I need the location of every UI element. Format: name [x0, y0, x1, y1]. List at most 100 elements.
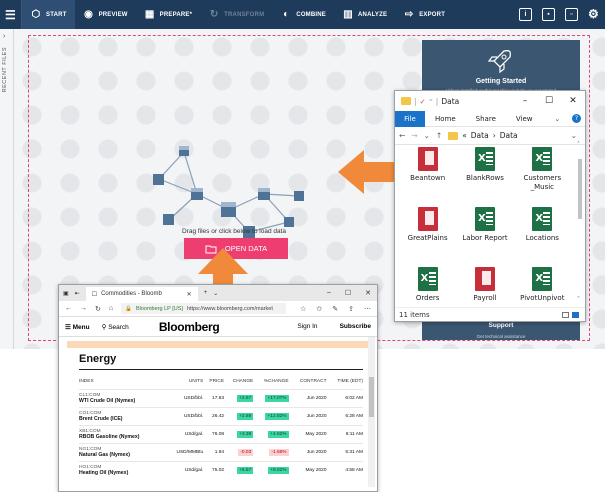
- up-icon[interactable]: ↑: [435, 131, 443, 140]
- explorer-scrollbar[interactable]: ˄ ˅: [577, 141, 583, 303]
- forward-icon[interactable]: →: [411, 131, 418, 140]
- details-view-icon[interactable]: [562, 311, 569, 318]
- back-icon[interactable]: ←: [399, 131, 406, 140]
- support-title[interactable]: Support: [488, 322, 514, 329]
- more-icon[interactable]: ⋯: [364, 305, 372, 313]
- recent-files-panel[interactable]: › RECENT FILES: [0, 29, 14, 349]
- home-icon[interactable]: ⌂: [108, 305, 114, 312]
- commodity-name[interactable]: RBOB Gasoline (Nymex): [79, 434, 140, 440]
- breadcrumb-item[interactable]: Data: [499, 131, 518, 140]
- bb-menu[interactable]: ☰ Menu: [65, 323, 90, 331]
- info-icon[interactable]: i: [519, 8, 533, 21]
- file-item[interactable]: Payroll: [456, 267, 513, 323]
- help-icon[interactable]: ?: [572, 114, 581, 123]
- ribbon-tab-view[interactable]: View: [515, 114, 533, 123]
- window-icon[interactable]: ▫: [565, 8, 579, 21]
- forward-icon[interactable]: →: [80, 305, 87, 312]
- drop-zone[interactable]: Drag files or click below to load data O…: [28, 35, 590, 341]
- price-cell: 75.02: [203, 461, 225, 479]
- column-header: %CHANGE: [263, 379, 289, 384]
- ribbon-expand-icon[interactable]: ⌄: [554, 114, 561, 123]
- toolbar-tab-preview[interactable]: ◉PREVIEW: [75, 0, 136, 29]
- scroll-down-icon[interactable]: ˅: [577, 296, 580, 303]
- minimize-icon[interactable]: –: [326, 289, 331, 296]
- favorite-icon[interactable]: ☆: [300, 305, 307, 313]
- refresh-icon[interactable]: ↻: [95, 305, 101, 313]
- sign-in-link[interactable]: Sign In: [297, 323, 318, 330]
- file-name: Customers _Music: [523, 174, 562, 191]
- address-bar[interactable]: 🔒 Bloomberg LP [US] https://www.bloomber…: [121, 303, 287, 314]
- toolbar-tab-analyze[interactable]: ▥ANALYZE: [334, 0, 395, 29]
- ribbon-tab-file[interactable]: File: [395, 110, 425, 127]
- pen-icon[interactable]: ✎: [332, 305, 339, 313]
- explorer-address-bar[interactable]: ← → ⌄ ↑ « Data › Data ⌄: [395, 127, 585, 145]
- history-dropdown-icon[interactable]: ⌄: [423, 131, 430, 140]
- browser-nav-bar: ← → ↻ ⌂ 🔒 Bloomberg LP [US] https://www.…: [59, 301, 377, 317]
- browser-window[interactable]: ▣ ⇤ ☐ Commodities - Bloomb ✕ + ⌄ – ☐ ✕ ←…: [58, 284, 378, 492]
- url-text[interactable]: https://www.bloomberg.com/market: [186, 305, 273, 312]
- scrollbar-thumb[interactable]: [369, 377, 374, 417]
- scroll-up-icon[interactable]: ˄: [577, 141, 580, 148]
- commodity-name[interactable]: Brent Crude (ICE): [79, 416, 123, 422]
- tab-list-icon[interactable]: ⌄: [213, 290, 219, 297]
- bb-menu-label: Menu: [72, 323, 90, 331]
- explorer-titlebar: | ✓ ⁼ | Data – ☐ ✕: [395, 91, 585, 111]
- new-tab-icon[interactable]: +: [203, 290, 208, 296]
- file-explorer-window[interactable]: | ✓ ⁼ | Data – ☐ ✕ File Home Share View …: [394, 90, 586, 322]
- large-icons-view-icon[interactable]: [572, 311, 579, 318]
- bloomberg-logo[interactable]: Bloomberg: [158, 319, 220, 334]
- toolbar-tab-export[interactable]: ⇨EXPORT: [395, 0, 453, 29]
- browser-tab[interactable]: ☐ Commodities - Bloomb ✕: [85, 287, 198, 301]
- file-item[interactable]: GreatPlains: [399, 207, 456, 263]
- tab-close-icon[interactable]: ✕: [186, 291, 192, 298]
- page-icon: ☐: [91, 291, 98, 298]
- maximize-icon[interactable]: ☐: [544, 96, 554, 106]
- explorer-title: Data: [441, 96, 460, 106]
- commodity-name[interactable]: Natural Gas (Nymex): [79, 452, 131, 458]
- breadcrumb-item[interactable]: Data: [470, 131, 489, 140]
- toolbar-tab-combine[interactable]: ◐COMBINE: [272, 0, 334, 29]
- chevron-right-icon[interactable]: ›: [3, 33, 6, 40]
- back-icon[interactable]: ←: [65, 305, 72, 312]
- ribbon-tab-share[interactable]: Share: [475, 114, 496, 123]
- file-item[interactable]: Beantown: [399, 147, 456, 203]
- commodity-name[interactable]: WTI Crude Oil (Nymex): [79, 398, 136, 404]
- toolbar-tab-start[interactable]: ⬡START: [22, 0, 75, 29]
- breadcrumb-dropdown-icon[interactable]: ⌄: [570, 131, 577, 140]
- ribbon-tab-home[interactable]: Home: [435, 114, 456, 123]
- tab-back-icon[interactable]: ⇤: [74, 290, 80, 297]
- checkmark-icon[interactable]: ✓: [419, 96, 426, 106]
- menu-icon[interactable]: ☰: [0, 0, 22, 29]
- toolbar-tab-prepare[interactable]: ▦PREPARE*: [136, 0, 201, 29]
- pct-value: +4.62%: [268, 431, 289, 438]
- close-icon[interactable]: ✕: [569, 96, 577, 106]
- open-data-button[interactable]: OPEN DATA: [184, 238, 288, 259]
- commodity-name[interactable]: Heating Oil (Nymex): [79, 470, 129, 476]
- save-icon[interactable]: ▪: [542, 8, 556, 21]
- gear-icon[interactable]: ⚙: [588, 7, 599, 21]
- price-cell: 1.94: [203, 443, 225, 462]
- browser-scrollbar[interactable]: [368, 337, 375, 487]
- subscribe-link[interactable]: Subscribe: [339, 323, 371, 330]
- overflow-icon[interactable]: ⁼: [428, 96, 433, 106]
- favorites-bar-icon[interactable]: ✩: [316, 305, 323, 313]
- scrollbar-thumb[interactable]: [578, 159, 582, 219]
- tab-preview-icon[interactable]: ▣: [63, 290, 69, 297]
- share-icon[interactable]: ⇪: [348, 305, 355, 313]
- site-identity[interactable]: Bloomberg LP [US]: [135, 305, 183, 312]
- maximize-icon[interactable]: ☐: [344, 290, 352, 297]
- minimize-icon[interactable]: –: [522, 96, 528, 106]
- bb-search[interactable]: ⚲ Search: [101, 323, 129, 331]
- close-icon[interactable]: ✕: [365, 290, 371, 297]
